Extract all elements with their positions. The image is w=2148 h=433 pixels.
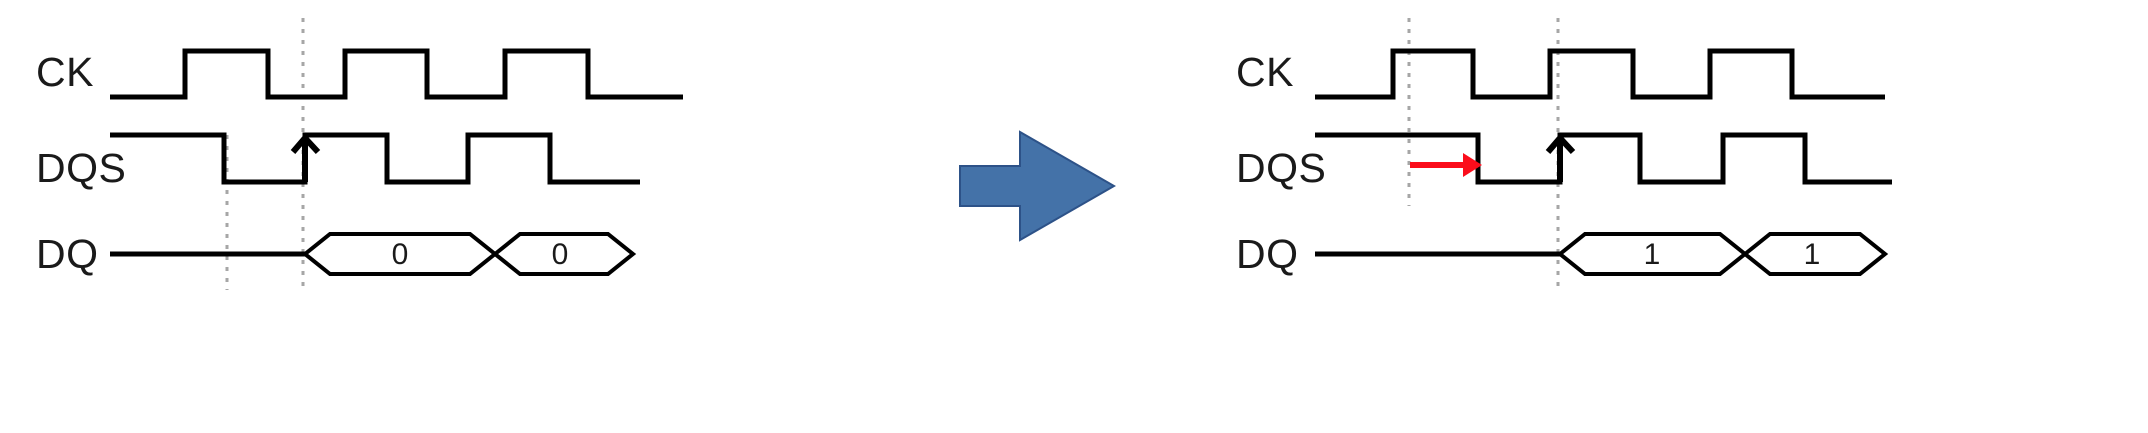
panel-before-dq-cell-0: 0: [301, 232, 499, 276]
panel-after-dqs-rising-edge-arrow: [1545, 133, 1576, 182]
panel-after-dq-cell-0: 1: [1556, 232, 1749, 276]
panel-before-signal-label-dq: DQ: [36, 231, 99, 277]
panel-before: CK DQS DQ 0 0: [36, 18, 683, 290]
panel-after-signal-label-dq: DQ: [1236, 231, 1299, 277]
panel-after-waveform-ck: [1315, 48, 1885, 100]
panel-after: CK DQS DQ 1 1: [1236, 18, 1892, 290]
svg-text:1: 1: [1804, 238, 1821, 271]
panel-after-waveform-dqs: [1315, 132, 1892, 185]
svg-text:0: 0: [392, 238, 409, 271]
panel-before-waveform-ck: [110, 48, 683, 100]
panel-after-signal-label-ck: CK: [1236, 49, 1294, 95]
svg-text:0: 0: [552, 238, 569, 271]
panel-after-signal-label-dqs: DQS: [1236, 145, 1326, 191]
panel-before-waveform-dqs: [110, 132, 640, 185]
transition-arrow-icon: [959, 130, 1117, 242]
panel-before-signal-label-dqs: DQS: [36, 145, 126, 191]
panel-before-signal-label-ck: CK: [36, 49, 94, 95]
panel-after-dqs-shift-arrow: [1410, 153, 1482, 177]
panel-after-dq-cell-1: 1: [1741, 232, 1889, 276]
panel-before-dq-cell-1: 0: [491, 232, 637, 276]
svg-text:1: 1: [1644, 238, 1661, 271]
panel-before-dqs-rising-edge-arrow: [290, 133, 321, 182]
